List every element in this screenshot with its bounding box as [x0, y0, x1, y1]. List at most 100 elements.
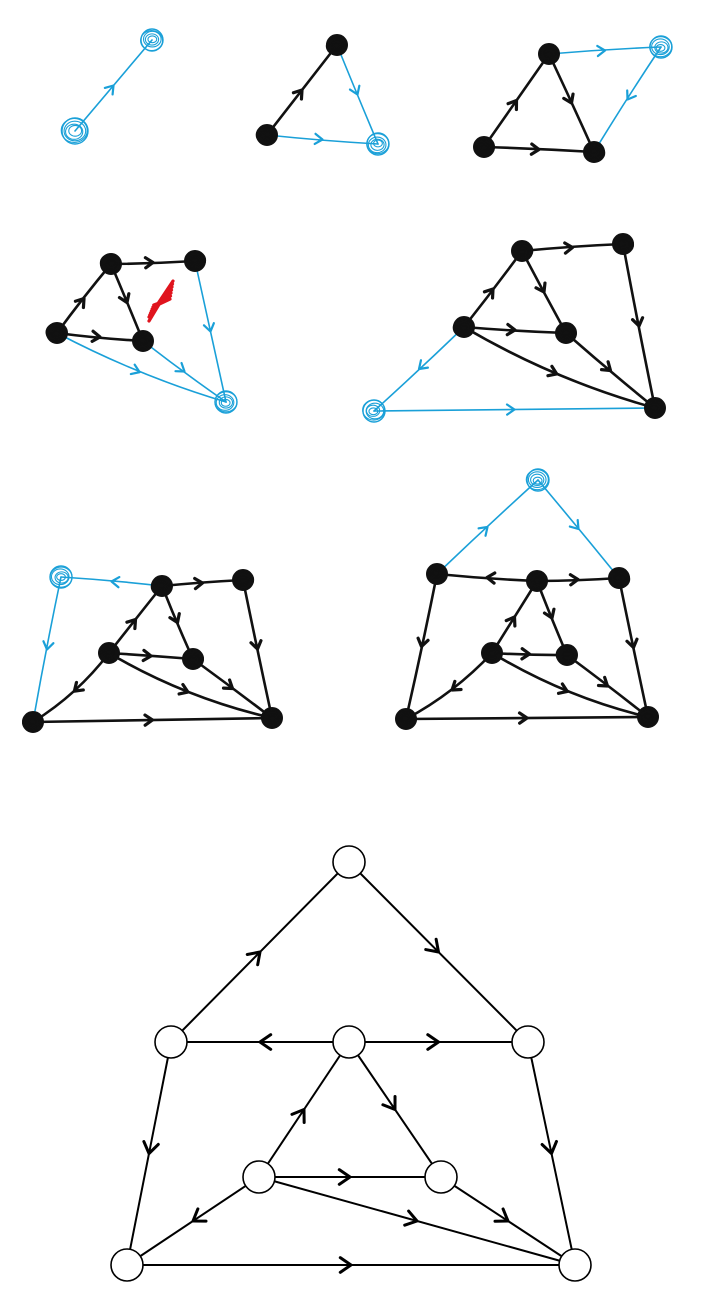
step-2-arrow-a-c — [313, 132, 324, 146]
final-arrow-d-e — [540, 1139, 558, 1155]
final-arrow-a-c — [337, 1168, 352, 1186]
step-7-arrow-g-f — [416, 636, 430, 649]
step-2-arrow-a-b — [291, 88, 304, 101]
nodes-layer — [22, 28, 673, 1282]
step-5-arrow-a-c — [505, 322, 517, 337]
step-3-node-d — [649, 35, 673, 59]
step-6-node-c — [182, 648, 205, 670]
final-node-g — [154, 1025, 188, 1059]
step-6-arrow-f-e — [143, 713, 155, 727]
final-node-f — [110, 1248, 144, 1282]
step-3-node-c — [583, 141, 606, 163]
final-arrow-a-b — [290, 1108, 306, 1124]
step-7-arrow-b-c — [542, 607, 556, 620]
step-7-node-a — [481, 642, 503, 664]
step-6-node-a — [98, 642, 120, 664]
step-7-arrow-a-c — [520, 647, 532, 661]
step-5-node-a — [452, 316, 475, 338]
final-arrow-b-g — [258, 1033, 273, 1051]
step-3-arrow-b-d — [596, 44, 607, 58]
final-arrow-g-f — [142, 1140, 160, 1155]
final-arrow-a-f — [191, 1207, 208, 1223]
final-node-b — [332, 1025, 366, 1059]
step-3-arrow-b-c — [562, 92, 575, 105]
step-6-arrow-c-e — [221, 678, 235, 691]
step-2-node-b — [325, 34, 348, 56]
final-arrow-g-h — [245, 950, 262, 967]
final-arrow-h-d — [424, 937, 440, 954]
step-7-node-e — [637, 706, 659, 728]
arrows-layer — [42, 44, 645, 1274]
final-arrow-c-e — [493, 1207, 510, 1223]
final-arrow-b-d — [426, 1033, 440, 1051]
step-5-arrow-b-d — [563, 241, 575, 255]
step-7-arrow-g-h — [477, 525, 489, 537]
step-7-node-f — [395, 708, 417, 730]
step-6-arrow-b-g — [110, 575, 121, 589]
final-node-c — [424, 1160, 458, 1194]
step-2-arrow-b-c — [348, 84, 361, 96]
step-3-node-b — [538, 43, 560, 65]
step-3-node-a — [473, 136, 495, 158]
step-5-node-b — [511, 240, 534, 262]
step-7-arrow-h-d — [568, 518, 580, 531]
step-6-arrow-a-b — [125, 617, 138, 631]
step-4-node-c — [132, 330, 154, 352]
step-6-arrow-a-e — [177, 682, 190, 696]
step-5-arrow-d-e — [630, 316, 645, 328]
step-5-arrow-a-f — [417, 359, 429, 371]
step-5-arrow-b-c — [534, 281, 547, 294]
final-arrow-a-e — [403, 1209, 419, 1227]
step-6-arrow-a-c — [141, 648, 153, 663]
step-4-arrow-c-e — [174, 361, 186, 373]
step-7-arrow-f-e — [517, 711, 529, 725]
step-4-arrow-a-b — [73, 296, 86, 310]
step-7-node-c — [555, 644, 578, 666]
scribble-layer — [147, 279, 175, 323]
step-4-node-b — [99, 253, 122, 275]
step-4-node-e — [214, 390, 238, 414]
step-5-arrow-f-e — [505, 403, 516, 416]
step-7-arrow-a-b — [504, 615, 517, 628]
step-2-node-a — [255, 124, 278, 146]
final-arrow-b-c — [381, 1095, 397, 1111]
step-5-arrow-a-b — [482, 287, 495, 300]
step-6-arrow-b-d — [193, 576, 205, 591]
final-arrow-f-e — [338, 1256, 353, 1274]
step-6-node-f — [22, 711, 44, 733]
step-6-node-b — [150, 575, 173, 597]
step-6-arrow-g-f — [42, 640, 55, 651]
step-6-node-g — [49, 565, 73, 589]
step-6-arrow-b-c — [168, 612, 181, 625]
step-7-node-g — [426, 563, 448, 585]
step-7-arrow-d-e — [625, 637, 639, 650]
step-5-node-e — [644, 397, 666, 419]
step-4-forbidden-scribble — [147, 279, 175, 323]
step-4-arrow-a-c — [90, 329, 102, 343]
final-node-d — [511, 1025, 545, 1059]
step-6-node-d — [232, 569, 255, 591]
step-7-arrow-b-d — [568, 573, 580, 587]
step-7-arrow-b-g — [485, 571, 497, 585]
step-7-arrow-c-e — [596, 675, 610, 688]
final-node-a — [242, 1160, 276, 1194]
final-node-h — [332, 845, 366, 879]
step-7-arrow-a-e — [556, 682, 569, 695]
step-5-arrow-c-e — [599, 360, 613, 373]
step-1-arrow-a-b — [103, 84, 115, 96]
step-6-arrow-d-e — [249, 639, 263, 651]
step-7-node-b — [526, 570, 548, 592]
step-7-node-h — [525, 468, 550, 492]
step-3-arrow-a-b — [506, 98, 519, 112]
final-node-e — [558, 1248, 592, 1282]
step-5-node-c — [555, 322, 577, 344]
step-1-node-b — [140, 28, 164, 52]
step-7-node-d — [608, 567, 631, 589]
step-4-node-d — [184, 250, 207, 272]
step-6-arrow-a-f — [72, 680, 85, 693]
step-4-arrow-a-e — [129, 363, 141, 376]
step-4-arrow-b-d — [143, 256, 155, 270]
step-5-node-d — [612, 233, 635, 255]
step-3-arrow-d-c — [626, 89, 637, 101]
step-4-node-a — [45, 322, 68, 344]
